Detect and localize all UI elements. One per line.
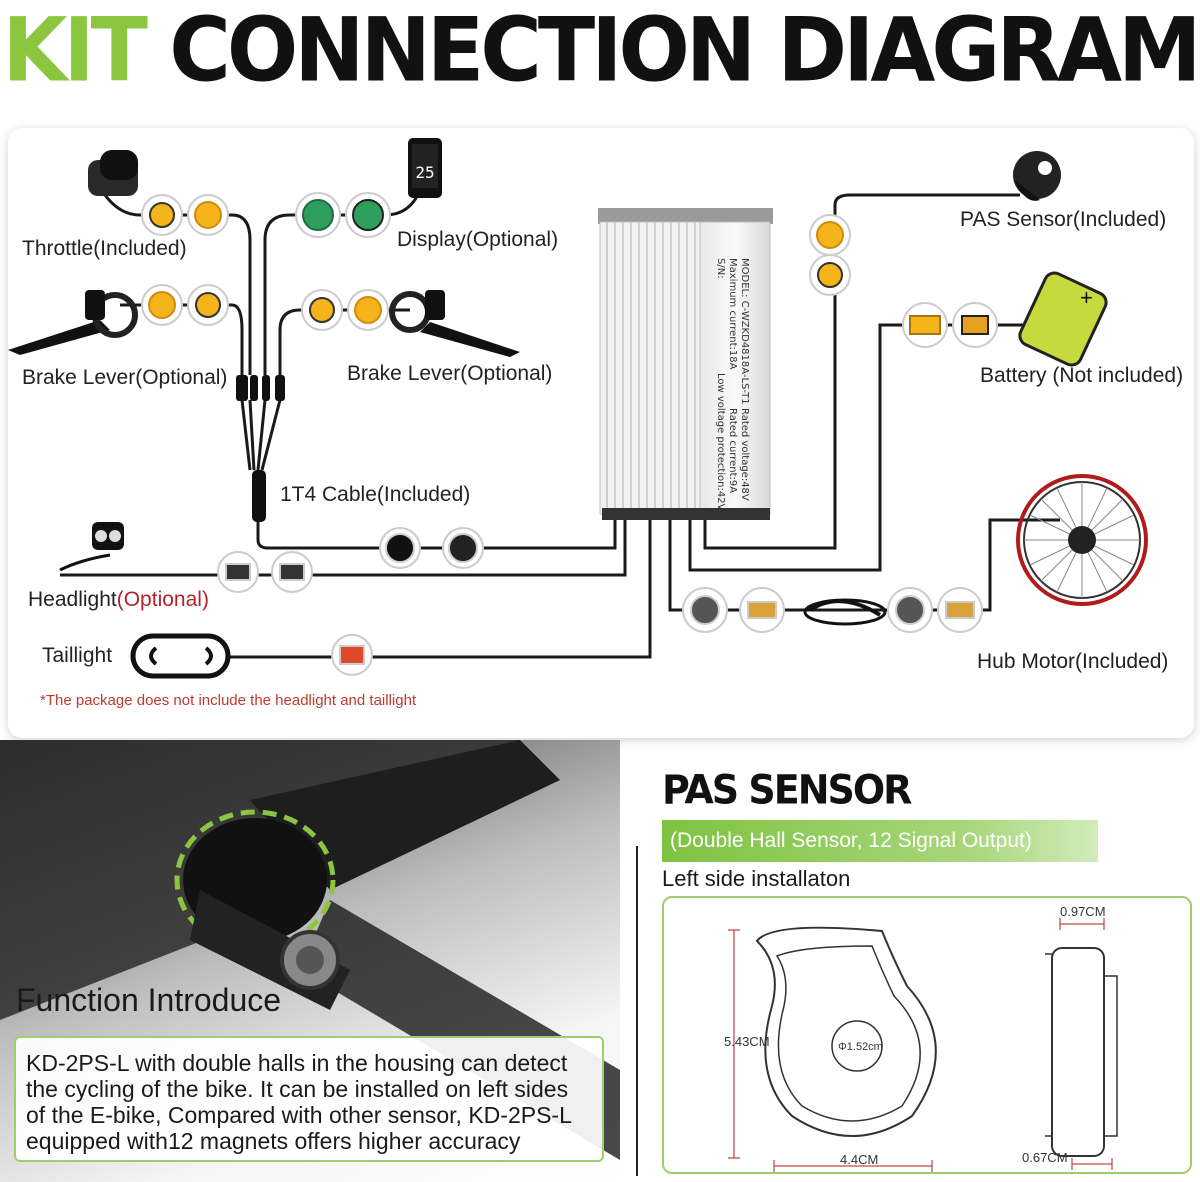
taillight-icon — [130, 633, 231, 679]
pas-section-title: PAS SENSOR — [662, 766, 912, 814]
svg-text:MODEL: C-WZKD4818A-LS-T1: MODEL: C-WZKD4818A-LS-T1 — [739, 258, 750, 405]
install-side-label: Left side installaton — [662, 866, 851, 891]
hub-motor-icon — [1016, 474, 1148, 606]
svg-text:Low voltage protection:42V: Low voltage protection:42V — [715, 373, 726, 511]
battery-label: Battery (Not included) — [980, 364, 1184, 387]
package-note: *The package does not include the headli… — [40, 692, 417, 709]
page-title: KIT CONNECTION DIAGRAM — [0, 0, 1200, 103]
function-line-3: of the E-bike, Compared with other senso… — [26, 1102, 572, 1128]
function-line-1: KD-2PS-L with double halls in the housin… — [26, 1050, 568, 1076]
extension-cable-icon — [803, 598, 887, 626]
headlight-icon — [59, 522, 124, 572]
cable-label: 1T4 Cable(Included) — [280, 483, 471, 506]
function-line-4: equipped with12 magnets offers higher ac… — [26, 1128, 521, 1154]
throttle-icon — [88, 150, 138, 196]
hub-motor-label: Hub Motor(Included) — [977, 650, 1169, 673]
display-label: Display(Optional) — [397, 228, 559, 251]
section-divider — [636, 846, 638, 1176]
function-title: Function Introduce — [16, 982, 282, 1018]
brake-lever-left-icon — [8, 290, 138, 355]
wires — [60, 189, 1060, 659]
function-line-2: the cycling of the bike. It can be insta… — [26, 1076, 569, 1102]
battery-icon: + — [1018, 271, 1108, 367]
svg-text:Maximum current:18A: Maximum current:18A — [727, 258, 738, 370]
brake-lever-right-label: Brake Lever(Optional) — [347, 362, 553, 385]
pas-sensor-icon — [1013, 151, 1061, 201]
controller-icon — [598, 208, 773, 520]
dim-thick-top: 0.97CM — [1060, 904, 1106, 919]
dimension-box — [662, 896, 1192, 1174]
dim-width: 4.4CM — [840, 1152, 878, 1167]
taillight-label: Taillight — [42, 644, 113, 667]
brake-lever-left-label: Brake Lever(Optional) — [22, 366, 228, 389]
connectors — [141, 192, 998, 676]
connection-diagram: 25 — [8, 138, 1148, 679]
display-reading: 25 — [415, 163, 434, 182]
cable-junction-icon — [236, 375, 285, 522]
brake-lever-right-icon — [389, 290, 520, 357]
function-description: KD-2PS-L with double halls in the housin… — [14, 1036, 604, 1162]
pas-dimension-drawing: 5.43CM Φ1.52cm 4.4CM 0.97CM 0.67CM — [724, 904, 1118, 1172]
title-kit: KIT — [2, 0, 148, 102]
dim-height: 5.43CM — [724, 1034, 770, 1049]
svg-text:Rated voltage:48V: Rated voltage:48V — [739, 408, 750, 501]
svg-text:+: + — [1080, 285, 1093, 310]
title-main: CONNECTION DIAGRAM — [169, 0, 1200, 102]
pas-section-subtitle: (Double Hall Sensor, 12 Signal Output) — [662, 820, 1098, 862]
svg-text:S/N:: S/N: — [715, 258, 726, 279]
svg-text:Rated current:9A: Rated current:9A — [727, 408, 738, 493]
pas-sensor-label: PAS Sensor(Included) — [960, 208, 1167, 231]
display-icon — [408, 138, 442, 198]
headlight-label: Headlight(Optional) — [28, 588, 209, 611]
throttle-label: Throttle(Included) — [22, 237, 187, 260]
dim-hole: Φ1.52cm — [838, 1041, 883, 1053]
dim-thick-bottom: 0.67CM — [1022, 1150, 1068, 1165]
controller-label: MODEL: C-WZKD4818A-LS-T1 Maximum current… — [715, 258, 750, 511]
